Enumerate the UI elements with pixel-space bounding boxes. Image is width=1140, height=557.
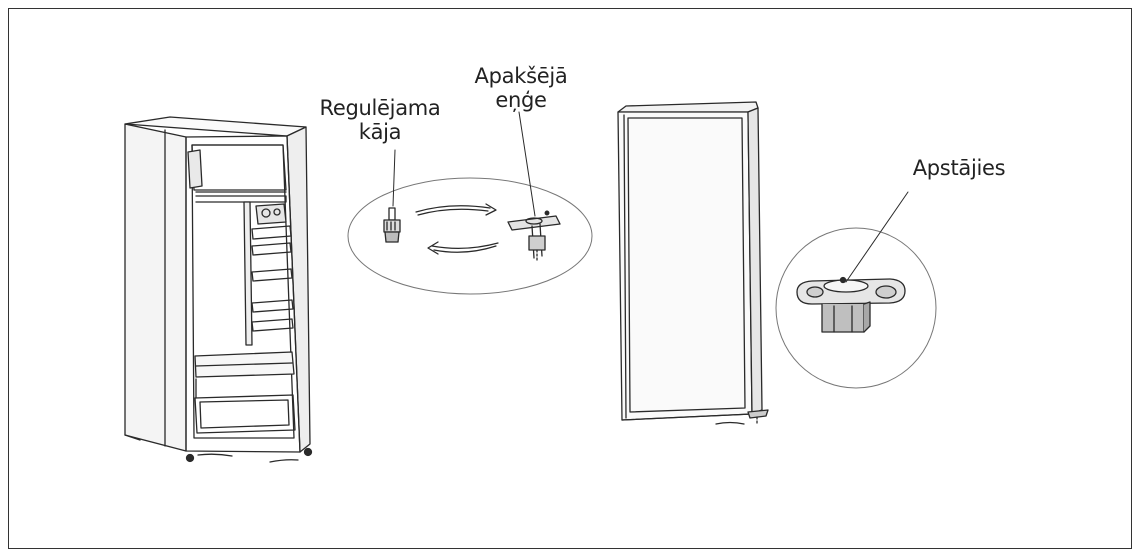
hinge-leader-line — [518, 111, 536, 217]
stopper-label: Apstājies — [912, 156, 1006, 180]
adjustable-leg-label-line1: Regulējama — [319, 96, 441, 120]
fridge-cabinet-illustration — [124, 116, 313, 463]
adjustable-leg-label-line2: kāja — [358, 120, 402, 144]
bottom-hinge-label-line2: eņģe — [495, 88, 547, 112]
bottom-hinge-part — [507, 210, 561, 261]
adjustable-leg-label: Regulējama kāja — [300, 96, 460, 144]
bottom-hinge-label-line1: Apakšējā — [474, 64, 568, 88]
bottom-hinge-label: Apakšējā eņģe — [466, 64, 576, 112]
adjustable-leg-part — [383, 207, 401, 243]
stopper-leader-line — [845, 191, 909, 283]
leg-leader-line — [392, 149, 396, 207]
leg-hinge-detail-ellipse — [347, 177, 593, 295]
fridge-door-illustration — [617, 101, 769, 425]
stopper-detail-circle — [775, 227, 937, 389]
